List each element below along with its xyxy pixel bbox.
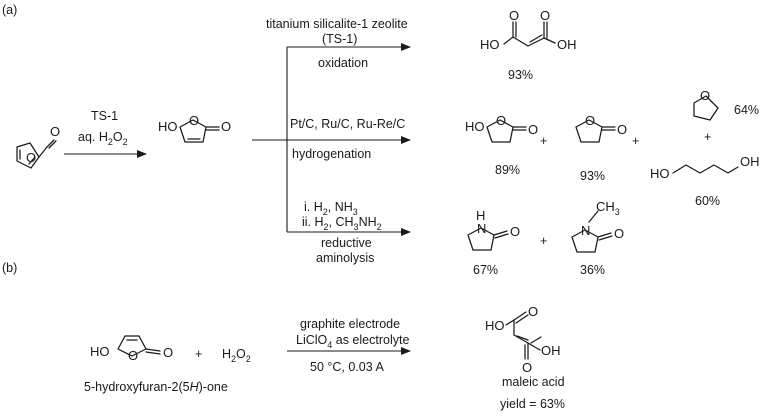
svg-text:O: O	[614, 226, 624, 241]
panel-b-label: (b)	[2, 261, 17, 275]
svg-text:O: O	[509, 8, 519, 23]
plus-1: +	[540, 134, 547, 148]
maleic-acid-structure-b: HO O OH O	[485, 304, 561, 375]
svg-text:OH: OH	[557, 37, 577, 52]
branch2-type: hydrogenation	[292, 147, 371, 161]
svg-text:HO: HO	[485, 318, 505, 333]
branch3-condition-line2: ii. H2, CH3NH2	[302, 215, 382, 232]
plus-3: +	[704, 130, 711, 144]
nmp-structure: N CH3 O	[571, 199, 624, 253]
svg-text:O: O	[128, 348, 138, 363]
yield-nmp: 36%	[580, 263, 605, 277]
maleic-acid-structure-a: HO O O OH	[480, 8, 577, 52]
branch3-type-line1: reductive	[321, 236, 372, 250]
hydroxyfuranone-ring-o: O	[189, 113, 199, 128]
svg-text:O: O	[496, 113, 506, 128]
branch1-yield: 93%	[508, 68, 533, 82]
step1-reagent-h2o2: aq. H2O2	[78, 130, 128, 147]
yield-pyrrolidone: 67%	[473, 263, 498, 277]
branch3-condition-line1: i. H2, NH3	[304, 200, 358, 217]
butanediol-structure: HO OH	[650, 154, 760, 181]
svg-text:HO: HO	[90, 344, 110, 359]
svg-text:O: O	[510, 224, 520, 239]
plus-2: +	[632, 134, 639, 148]
h2o2-reagent: H2O2	[222, 347, 251, 364]
branch1-condition-line1: titanium silicalite-1 zeolite	[266, 17, 408, 31]
svg-text:O: O	[522, 360, 532, 375]
plus-b: +	[195, 347, 202, 361]
sm-name: 5-hydroxyfuran-2(5H)-one	[84, 380, 228, 394]
furfural-ring-o: O	[26, 150, 36, 165]
svg-text:HO: HO	[465, 119, 485, 134]
svg-text:O: O	[617, 122, 627, 137]
svg-text:H: H	[476, 208, 485, 223]
branch2-condition: Pt/C, Ru/C, Ru-Re/C	[290, 117, 405, 131]
svg-text:O: O	[163, 345, 173, 360]
svg-text:HO: HO	[650, 166, 670, 181]
svg-text:O: O	[540, 8, 550, 23]
yield-gbl: 93%	[580, 169, 605, 183]
cond-temp-current: 50 °C, 0.03 A	[310, 360, 384, 374]
svg-text:O: O	[585, 113, 595, 128]
branch-arrows	[252, 43, 411, 236]
yield-b: yield = 63%	[500, 397, 565, 411]
hydroxy-ho: HO	[158, 119, 178, 134]
svg-text:OH: OH	[740, 154, 760, 169]
svg-text:N: N	[477, 221, 486, 236]
yield-hydroxy-lactone: 89%	[495, 163, 520, 177]
electro-arrow: graphite electrode LiClO4 as electrolyte…	[287, 317, 411, 374]
svg-text:N: N	[581, 223, 590, 238]
product-name: maleic acid	[502, 375, 565, 389]
hydroxy-butyrolactone-structure: HO O O	[465, 113, 538, 143]
furfural-structure: O O	[16, 124, 60, 169]
svg-text:O: O	[700, 88, 710, 103]
branch1-condition-line2: (TS-1)	[322, 32, 357, 46]
svg-text:OH: OH	[541, 343, 561, 358]
hydroxyfuranone-structure: HO O O	[158, 113, 231, 143]
svg-text:HO: HO	[480, 37, 500, 52]
step1-arrow: TS-1 aq. H2O2	[64, 109, 147, 158]
branch3-type-line2: aminolysis	[316, 251, 374, 265]
cond-electrode: graphite electrode	[300, 317, 400, 331]
yield-bdo: 60%	[695, 194, 720, 208]
plus-4: +	[540, 234, 547, 248]
svg-text:CH3: CH3	[596, 199, 620, 217]
svg-text:O: O	[528, 122, 538, 137]
gamma-butyrolactone-structure: O O	[575, 113, 627, 143]
hydroxyfuranone-carbonyl-o: O	[221, 119, 231, 134]
branch1-type: oxidation	[318, 56, 368, 70]
svg-text:O: O	[528, 304, 538, 319]
cond-electrolyte: LiClO4 as electrolyte	[296, 333, 409, 350]
furfural-carbonyl-o: O	[50, 124, 60, 139]
yield-thf: 64%	[734, 103, 759, 117]
pyrrolidone-structure: H N O	[467, 208, 520, 251]
thf-structure: O	[693, 88, 719, 121]
step1-reagent-ts1: TS-1	[91, 109, 118, 123]
hydroxyfuranone-structure-b: HO O O	[90, 335, 173, 363]
panel-a-label: (a)	[2, 3, 17, 17]
